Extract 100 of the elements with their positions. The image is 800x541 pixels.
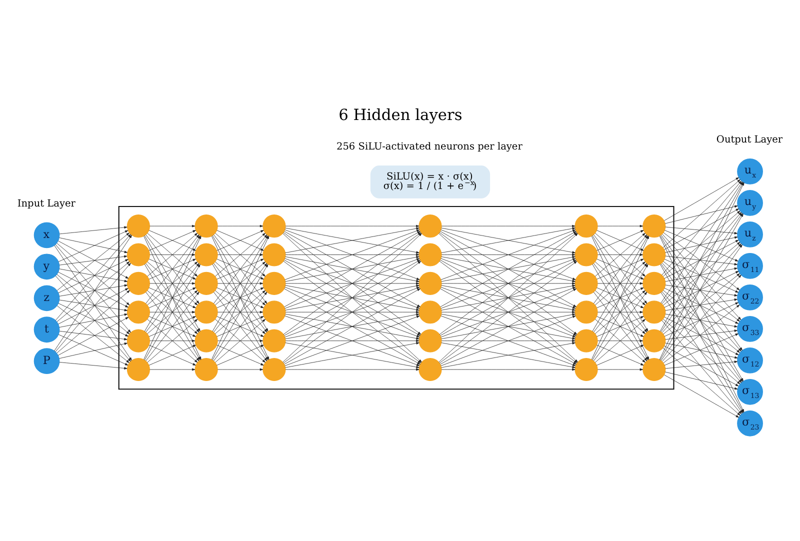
arrow xyxy=(58,303,128,337)
arrow xyxy=(440,231,576,308)
arrow xyxy=(54,276,130,362)
arrow xyxy=(662,232,740,290)
node-box: SiLU(x) = x · σ(x) σ(x) = 1 / (1 + e$^{−x}$) xyxy=(370,166,490,198)
arrow xyxy=(664,346,738,386)
arrow xyxy=(148,258,196,280)
arrow xyxy=(58,238,128,254)
arrow xyxy=(216,254,263,256)
arrow xyxy=(284,310,419,314)
arrow xyxy=(56,306,129,363)
label: Output Layer xyxy=(716,134,782,146)
arrow xyxy=(596,258,644,280)
arrow xyxy=(284,224,419,228)
arrow xyxy=(664,271,738,308)
arrow xyxy=(664,374,739,418)
node-circle: y xyxy=(33,254,60,280)
arrow xyxy=(284,368,419,371)
arrow xyxy=(664,258,738,293)
arrow xyxy=(440,340,575,342)
arrow xyxy=(284,286,420,338)
arrow xyxy=(664,302,738,337)
label: 256 SiLU-activated neurons per layer xyxy=(336,142,522,153)
arrow xyxy=(664,288,738,324)
arrow xyxy=(284,254,419,256)
arrow xyxy=(216,316,264,337)
arrow xyxy=(54,234,132,352)
arrow xyxy=(664,298,738,311)
arrow xyxy=(56,242,130,306)
arrow xyxy=(214,232,265,277)
node-circle xyxy=(418,272,442,295)
arrow xyxy=(284,340,419,342)
arrow xyxy=(664,226,738,234)
arrow xyxy=(664,177,739,221)
node-circle xyxy=(574,300,598,324)
arrow xyxy=(216,282,263,285)
arrow xyxy=(662,319,740,384)
arrow xyxy=(660,244,742,361)
arrow xyxy=(148,344,196,366)
arrow xyxy=(592,234,647,304)
arrow xyxy=(145,263,199,332)
arrow xyxy=(664,284,738,296)
node-circle xyxy=(574,272,598,295)
arrow xyxy=(58,314,128,328)
arrow xyxy=(216,310,263,314)
diagram-title: 6 Hidden layers xyxy=(338,106,462,124)
arrow xyxy=(148,287,196,308)
arrow xyxy=(216,368,263,371)
arrow xyxy=(58,230,128,262)
arrow xyxy=(664,236,738,253)
arrow xyxy=(54,234,130,321)
arrow xyxy=(54,245,132,361)
arrow xyxy=(148,230,196,251)
arrow xyxy=(216,224,263,228)
arrow xyxy=(146,290,198,334)
arrow xyxy=(664,268,738,282)
arrow xyxy=(440,368,575,371)
arrow xyxy=(664,372,738,390)
arrow xyxy=(216,287,264,308)
arrow xyxy=(596,230,644,251)
arrow xyxy=(440,260,576,336)
arrow xyxy=(596,316,644,337)
arrow xyxy=(662,348,740,416)
arrow xyxy=(662,273,740,334)
cluster xyxy=(118,206,674,390)
arrow xyxy=(664,316,738,356)
arrow xyxy=(212,234,267,304)
arrow xyxy=(440,282,575,285)
label: Input Layer xyxy=(16,198,75,210)
arrow xyxy=(149,310,195,314)
arrow xyxy=(57,317,128,356)
arrow xyxy=(664,240,738,279)
arrow xyxy=(664,360,738,369)
arrow xyxy=(58,226,127,234)
arrow xyxy=(58,268,128,282)
node-circle: t xyxy=(33,316,60,343)
arrow xyxy=(214,290,265,334)
arrow xyxy=(662,261,740,322)
arrow xyxy=(56,232,129,291)
arrow xyxy=(661,212,742,304)
arrow xyxy=(662,304,740,364)
arrow xyxy=(284,231,420,308)
arrow xyxy=(216,344,264,366)
arrow xyxy=(56,261,130,322)
node-circle xyxy=(418,300,442,324)
arrow xyxy=(216,258,264,280)
arrow xyxy=(664,333,738,366)
arrow xyxy=(440,286,576,338)
arrow xyxy=(216,230,264,251)
arrow xyxy=(54,244,130,333)
arrow xyxy=(284,230,420,280)
arrow xyxy=(592,263,647,332)
arrow xyxy=(440,224,575,228)
arrow xyxy=(57,288,128,324)
arrow xyxy=(145,234,199,304)
arrow xyxy=(58,300,128,312)
arrow xyxy=(149,340,195,342)
arrow xyxy=(58,342,128,359)
arrow xyxy=(216,340,263,342)
arrow xyxy=(664,256,738,266)
